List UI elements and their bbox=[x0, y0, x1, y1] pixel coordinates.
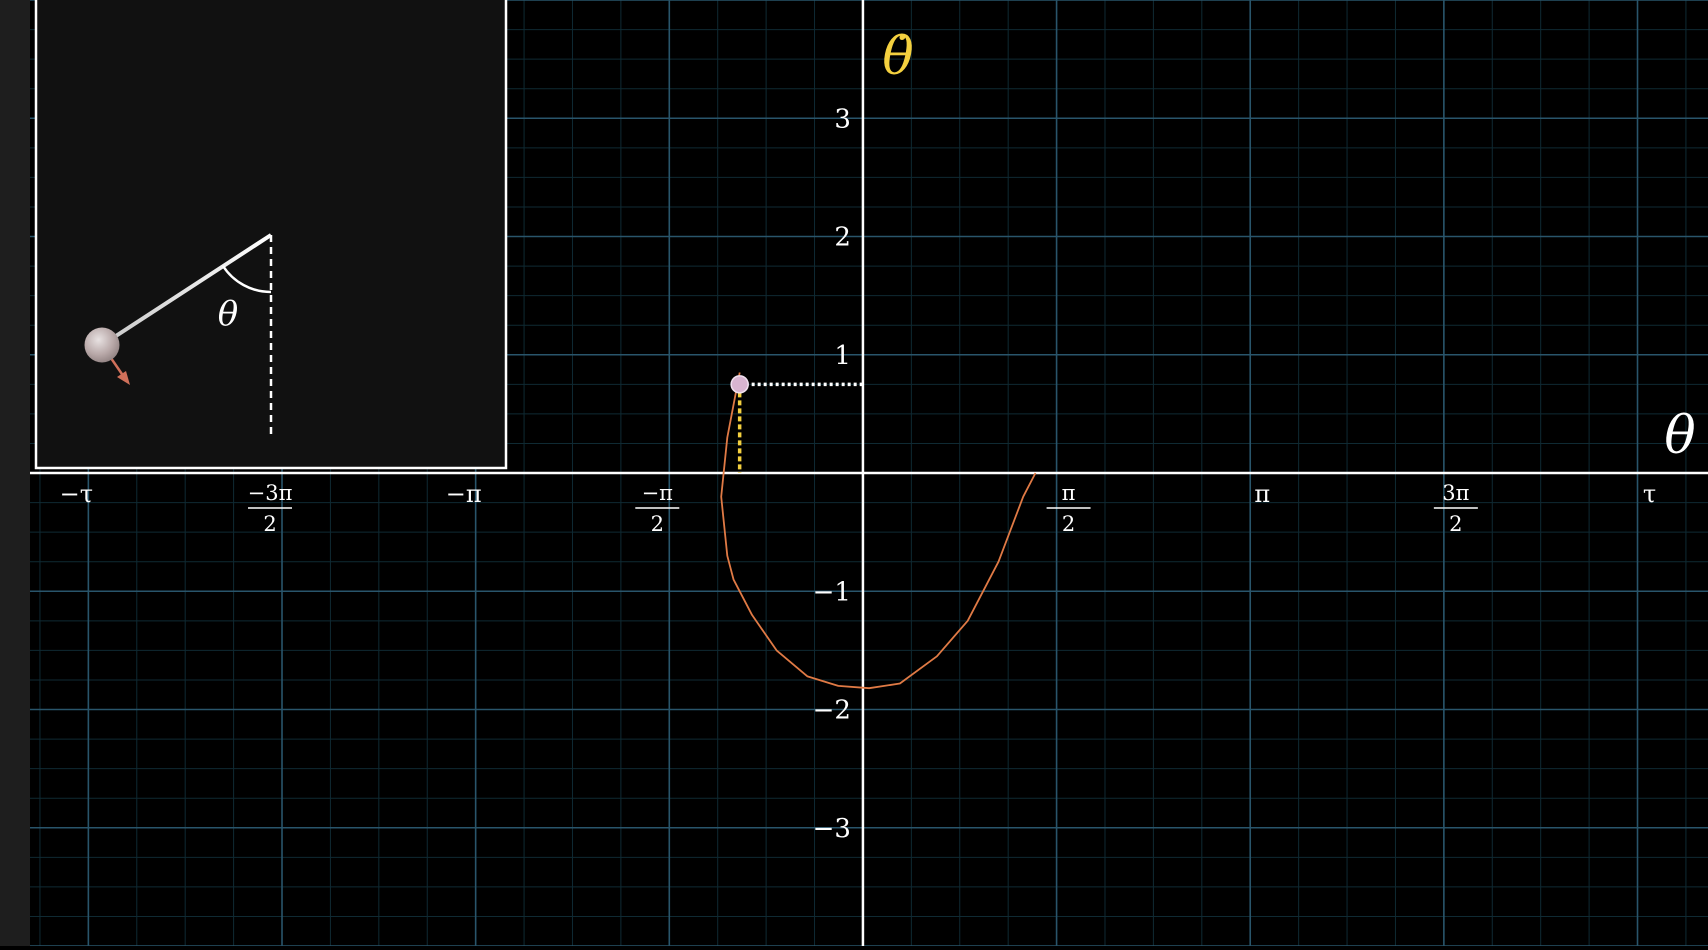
pendulum-bob bbox=[84, 327, 120, 363]
x-tick-label-denominator: 2 bbox=[1062, 512, 1075, 536]
x-tick-label-numerator: π bbox=[1062, 481, 1076, 505]
x-tick-label-denominator: 2 bbox=[263, 512, 276, 536]
x-axis-label: θ bbox=[1664, 406, 1695, 466]
velocity-arrow-head bbox=[117, 371, 130, 385]
x-tick-label: τ bbox=[1643, 480, 1656, 508]
pendulum-panel: θ bbox=[34, 0, 508, 470]
y-tick-label: −2 bbox=[813, 696, 851, 726]
y-tick-label: 1 bbox=[834, 341, 851, 371]
trajectory-series bbox=[720, 372, 1037, 690]
x-tick-label: π bbox=[1254, 480, 1270, 508]
y-tick-label: 2 bbox=[834, 223, 851, 253]
pendulum-panel-frame bbox=[34, 0, 508, 470]
left-edge-strip bbox=[0, 0, 30, 946]
current-state-point bbox=[730, 375, 749, 394]
pendulum-angle-arc bbox=[221, 265, 272, 294]
x-tick-label-denominator: 2 bbox=[1449, 512, 1462, 536]
tick-labels: −τ −3π 2 −π −π 2 π 2 π 3π 2 τ 3 2 1 −1 −2 −3 bbox=[60, 104, 1656, 844]
trajectory-line bbox=[720, 372, 1037, 690]
state-projection bbox=[730, 375, 863, 473]
y-tick-label: −1 bbox=[813, 577, 851, 607]
y-axis-label: θ̇ bbox=[882, 27, 913, 87]
x-tick-label: −π bbox=[446, 480, 482, 508]
x-tick-label-denominator: 2 bbox=[651, 512, 664, 536]
x-tick-label-numerator: 3π bbox=[1442, 481, 1469, 505]
y-tick-label: −3 bbox=[813, 814, 851, 844]
x-tick-label-numerator: −3π bbox=[248, 481, 293, 505]
pendulum-angle-label: θ bbox=[218, 294, 238, 334]
axis-labels: θ̇ θ bbox=[882, 27, 1695, 466]
pendulum-rod bbox=[100, 233, 273, 347]
y-tick-label: 3 bbox=[834, 104, 851, 134]
x-tick-label: −τ bbox=[60, 480, 93, 508]
x-tick-label-numerator: −π bbox=[642, 481, 674, 505]
